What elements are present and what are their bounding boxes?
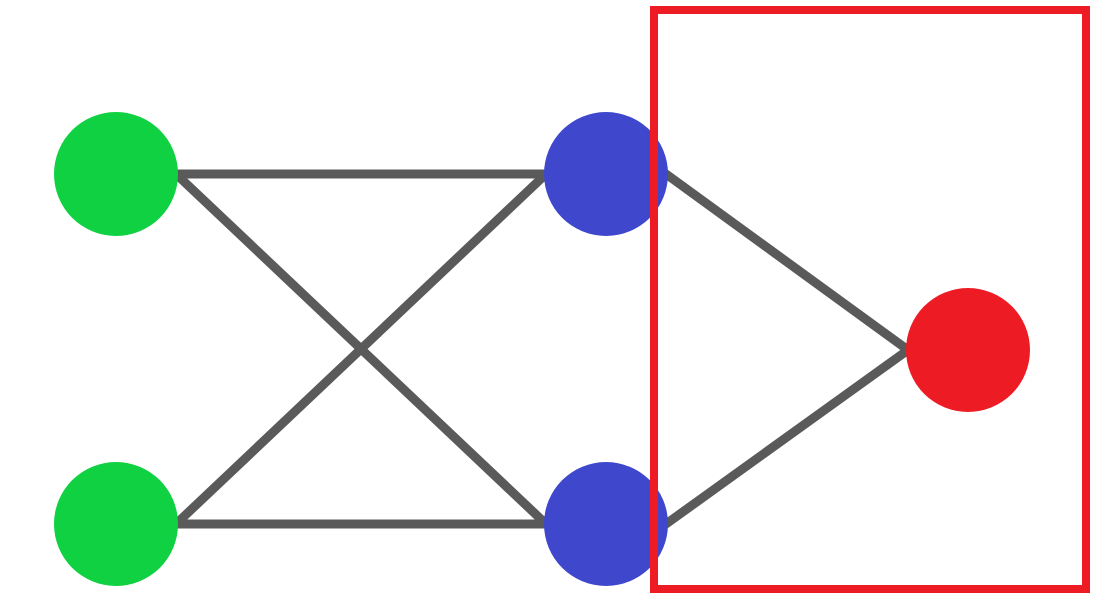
- highlight-box: [650, 6, 1090, 593]
- node-input-2: [54, 462, 178, 586]
- node-output-1: [906, 288, 1030, 412]
- edge-hidden-1-to-output-1: [661, 169, 913, 355]
- node-hidden-1: [544, 112, 668, 236]
- node-hidden-2: [544, 462, 668, 586]
- nodes-layer: [54, 112, 1030, 586]
- edge-input-2-to-hidden-1: [171, 169, 551, 529]
- node-input-1: [54, 112, 178, 236]
- connections-layer: [171, 169, 913, 529]
- edge-hidden-2-to-output-1: [661, 345, 913, 529]
